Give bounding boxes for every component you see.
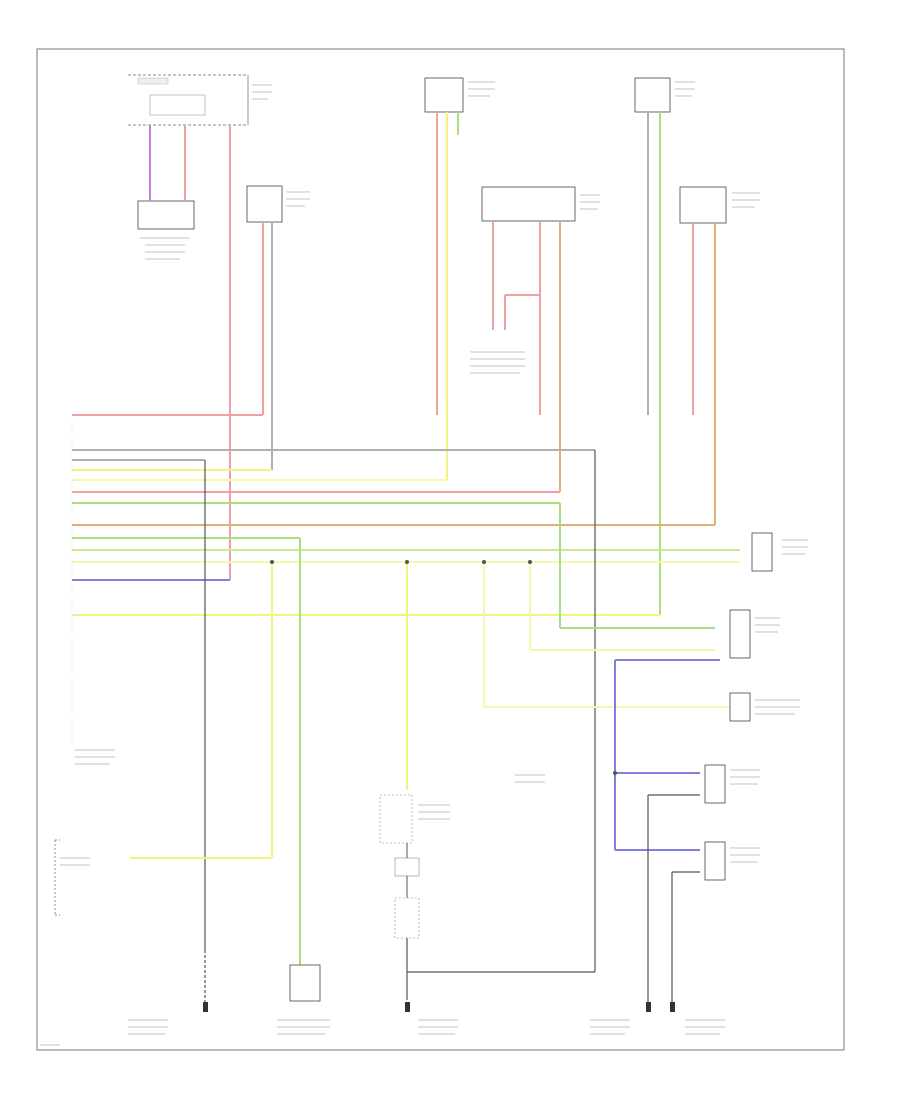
connector-right-3 <box>729 692 751 722</box>
harness-vertical-drops <box>204 450 596 972</box>
center-bottom-components <box>379 794 595 1000</box>
connector-right-5 <box>704 841 726 881</box>
harness-horizontal-wires <box>72 414 740 616</box>
splice-dot-icon <box>528 560 532 564</box>
component-top-center-module <box>424 77 464 113</box>
ground-symbols <box>203 950 675 1012</box>
vertical-wires-top <box>149 112 716 615</box>
component-top-left-box <box>128 74 249 126</box>
splice-dot-icon <box>405 560 409 564</box>
component-center-left-sensor <box>468 348 528 408</box>
component-upper-left-module <box>137 200 195 230</box>
ground-symbol-icon <box>646 1002 651 1012</box>
illegible-label-marks <box>40 81 808 1046</box>
splice-dot-icon <box>270 560 274 564</box>
connector-right-1 <box>751 532 773 572</box>
diagram-frame <box>36 48 845 1051</box>
component-bottom-module <box>289 964 321 1002</box>
right-side-wires <box>130 627 730 980</box>
connector-right-4 <box>704 764 726 804</box>
connector-right-2 <box>729 609 751 659</box>
component-center-module <box>481 186 576 222</box>
ground-symbol-icon <box>405 1002 410 1012</box>
splice-dot-icon <box>482 560 486 564</box>
splice-dots <box>270 560 617 775</box>
component-bottom-left-seat <box>54 839 60 916</box>
splice-dot-icon <box>613 771 617 775</box>
ground-symbol-icon <box>670 1002 675 1012</box>
right-connectors <box>704 532 773 881</box>
component-top-right-module <box>634 77 671 113</box>
ground-symbol-icon <box>203 1002 208 1012</box>
component-right-module <box>679 186 727 224</box>
component-left-module-2 <box>246 185 283 223</box>
